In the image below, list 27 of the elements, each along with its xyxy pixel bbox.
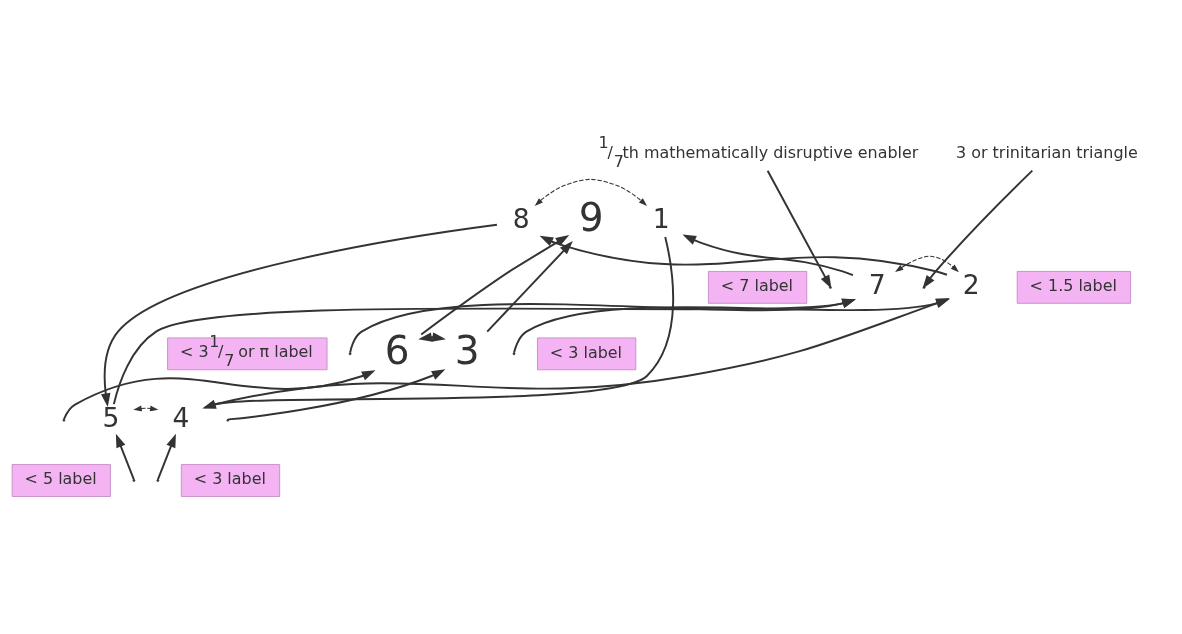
node-text: 7 (868, 268, 886, 300)
arrow (895, 255, 959, 272)
node-text: 3 (454, 327, 480, 373)
node-box: < 3 label (537, 336, 637, 370)
node-text: 9 (578, 194, 604, 240)
arrow (227, 368, 446, 420)
arrow (63, 369, 376, 420)
node-text: 8 (512, 202, 530, 234)
arrow (112, 298, 856, 405)
node-text: 4 (172, 401, 190, 433)
node-box: < 5 label (11, 463, 111, 497)
arrow (682, 234, 854, 276)
arrow (156, 433, 176, 481)
node-box: < 3 label (180, 463, 281, 497)
node-box: < 7 label (708, 270, 808, 304)
arrow (534, 178, 648, 206)
node-text: 2 (962, 268, 980, 300)
node-box: < 1.5 label (1016, 270, 1132, 304)
node-text: 1 (652, 202, 670, 234)
arrow (486, 240, 573, 333)
arrow (115, 433, 135, 481)
arrow (539, 235, 948, 276)
node-text: 5 (102, 401, 120, 433)
arrow (418, 331, 446, 342)
node-text: 3 or trinitarian triangle (956, 142, 1138, 162)
arrow (133, 405, 159, 411)
node-text: 6 (384, 327, 410, 373)
